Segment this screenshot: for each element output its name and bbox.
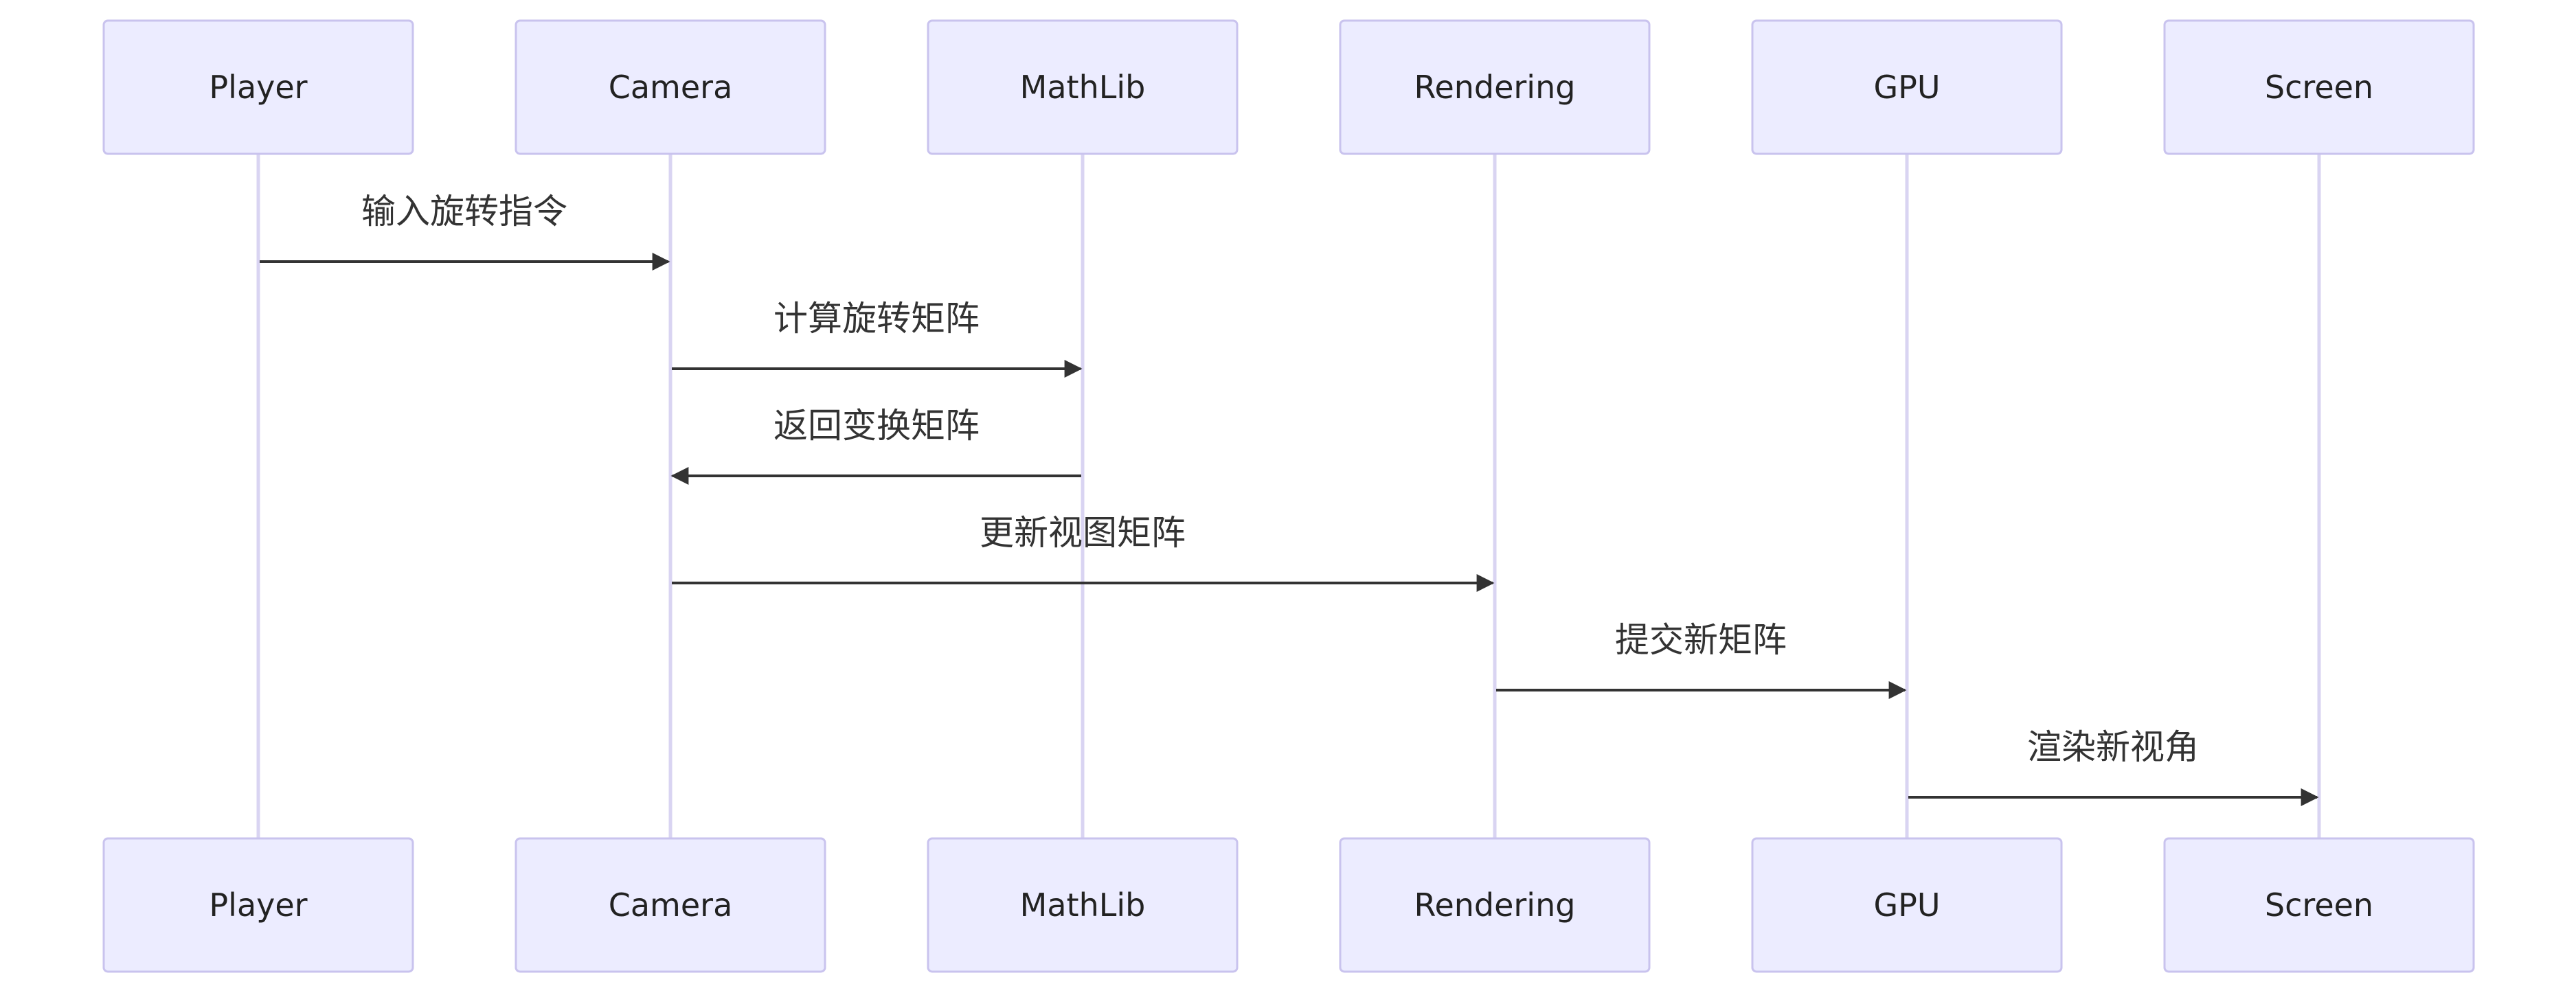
message-6: 渲染新视角 [1908,727,2319,806]
actor-gpu-top: GPU [1751,19,2063,155]
actor-label: Player [209,69,307,106]
actor-box [515,837,826,973]
message-3: 返回变换矩阵 [670,406,1081,485]
message-2: 计算旋转矩阵 [672,299,1083,378]
message-label: 输入旋转指令 [361,192,567,231]
message-5: 提交新矩阵 [1496,620,1907,699]
actor-camera-bottom: Camera [515,837,826,973]
actor-box [102,19,414,155]
actor-box [2163,19,2475,155]
message-label: 返回变换矩阵 [773,406,980,446]
actor-label: Screen [2265,69,2373,106]
actor-player-bottom: Player [102,837,414,973]
lifelines [256,154,2321,838]
actor-rendering-top: Rendering [1339,19,1651,155]
actor-box [2163,837,2475,973]
actor-mathlib-top: MathLib [927,19,1239,155]
actors-top: Player Camera MathLib Rendering GPU Screen [102,19,2475,155]
actor-box [1339,19,1651,155]
actor-label: Rendering [1414,887,1576,924]
actor-label: Camera [609,69,733,106]
message-label: 更新视图矩阵 [980,513,1186,553]
actor-rendering-bottom: Rendering [1339,837,1651,973]
actor-label: Rendering [1414,69,1576,106]
actor-label: Screen [2265,887,2373,924]
actor-label: Camera [609,887,733,924]
actor-box [1751,837,2063,973]
actors-bottom: Player Camera MathLib Rendering GPU Screen [102,837,2475,973]
message-label: 提交新矩阵 [1615,620,1787,660]
actor-label: Player [209,887,307,924]
actor-camera-top: Camera [515,19,826,155]
actor-box [1339,837,1651,973]
actor-screen-bottom: Screen [2163,837,2475,973]
message-label: 渲染新视角 [2027,727,2199,767]
actor-box [1751,19,2063,155]
actor-label: GPU [1873,69,1940,106]
message-1: 输入旋转指令 [260,192,670,271]
actor-box [102,837,414,973]
actor-label: MathLib [1020,69,1146,106]
actor-player-top: Player [102,19,414,155]
message-4: 更新视图矩阵 [672,513,1495,592]
actor-box [927,837,1239,973]
actor-screen-top: Screen [2163,19,2475,155]
actor-mathlib-bottom: MathLib [927,837,1239,973]
actor-gpu-bottom: GPU [1751,837,2063,973]
actor-label: GPU [1873,887,1940,924]
actor-box [927,19,1239,155]
message-label: 计算旋转矩阵 [773,299,980,339]
actor-box [515,19,826,155]
actor-label: MathLib [1020,887,1146,924]
